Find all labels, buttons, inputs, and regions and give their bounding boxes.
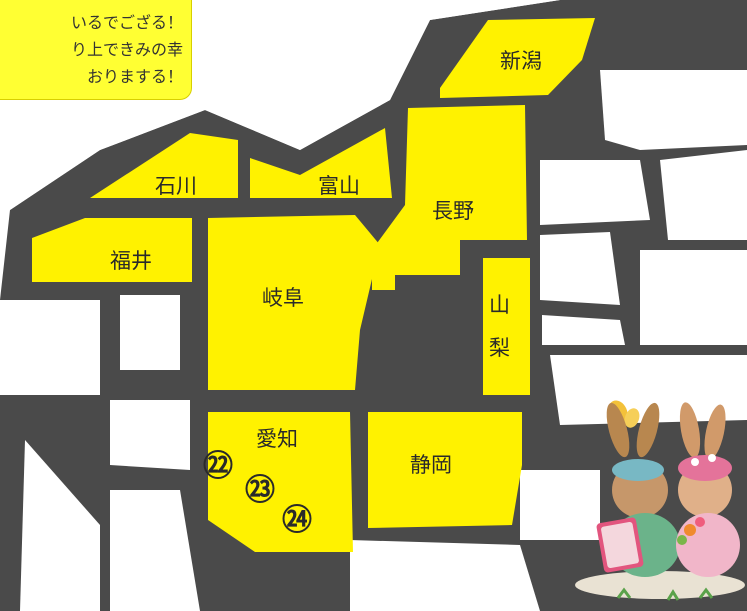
label-gifu: 岐阜 bbox=[262, 286, 304, 310]
notice-box: いるでござる！ り上できみの幸 おりまする！ bbox=[0, 0, 192, 100]
region-niigata[interactable] bbox=[440, 18, 595, 98]
label-niigata: 新潟 bbox=[500, 49, 542, 73]
label-ishikawa: 石川 bbox=[155, 174, 197, 198]
marker-24[interactable]: ㉔ bbox=[282, 503, 312, 538]
notice-line-3: おりまする！ bbox=[86, 67, 183, 86]
region-toyama[interactable] bbox=[250, 128, 392, 198]
prefecture-regions bbox=[32, 18, 595, 552]
markers: ㉒ ㉓ ㉔ bbox=[203, 449, 312, 538]
label-nagano: 長野 bbox=[432, 199, 474, 223]
label-toyama: 富山 bbox=[318, 174, 360, 198]
region-shizuoka[interactable] bbox=[368, 412, 522, 528]
notice-line-2: り上できみの幸 bbox=[70, 40, 183, 59]
rabbit-pair-reading-illustration bbox=[575, 400, 745, 601]
notice-line-1: いるでござる！ bbox=[70, 13, 183, 32]
region-nagano[interactable] bbox=[372, 105, 527, 290]
label-aichi: 愛知 bbox=[256, 427, 298, 451]
region-gifu[interactable] bbox=[208, 215, 380, 390]
label-yamanashi-1: 山 bbox=[489, 293, 510, 317]
region-fukui[interactable] bbox=[32, 218, 192, 282]
label-yamanashi-2: 梨 bbox=[489, 336, 510, 360]
label-fukui: 福井 bbox=[110, 249, 152, 273]
region-ishikawa[interactable] bbox=[90, 133, 238, 198]
region-aichi[interactable] bbox=[208, 412, 353, 552]
label-shizuoka: 静岡 bbox=[410, 453, 452, 477]
region-yamanashi[interactable] bbox=[483, 258, 530, 395]
marker-23[interactable]: ㉓ bbox=[245, 473, 275, 508]
marker-22[interactable]: ㉒ bbox=[203, 449, 233, 484]
